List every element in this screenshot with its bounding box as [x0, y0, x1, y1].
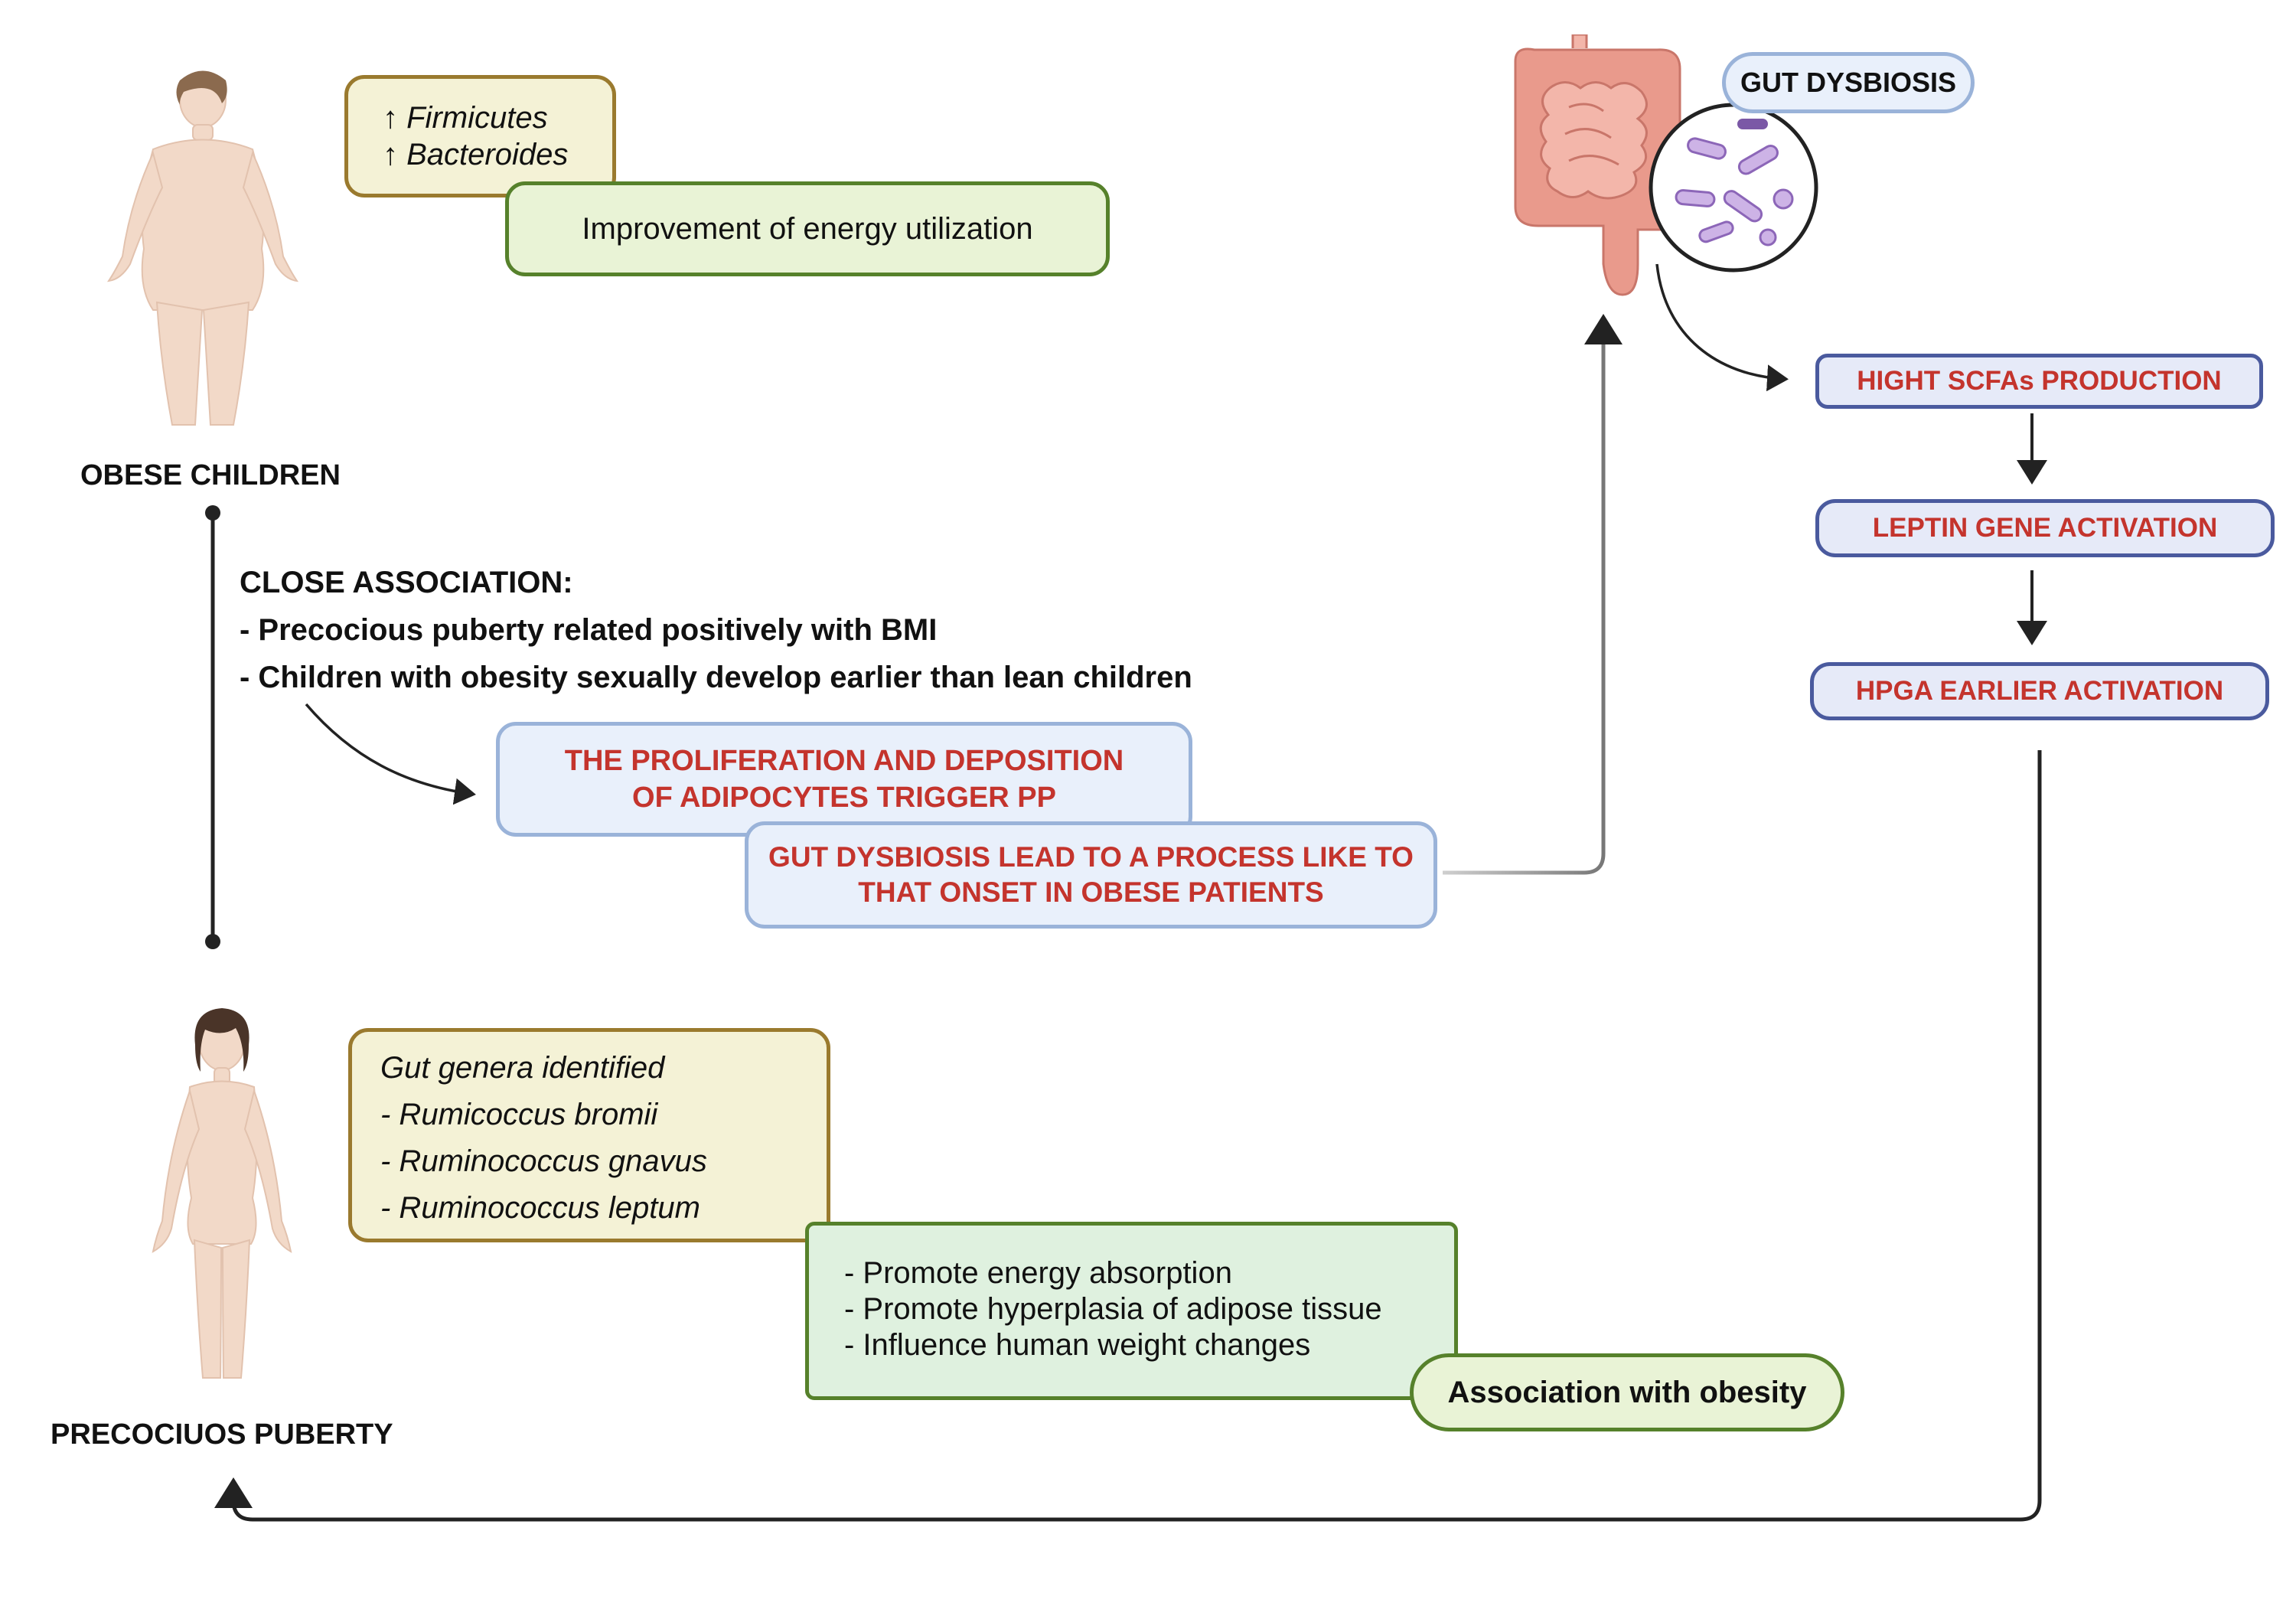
arrow-to-adipocytes	[305, 703, 476, 805]
genera-item: - Rumicoccus bromii	[380, 1098, 658, 1131]
hpga-activation-box: HPGA EARLIER ACTIVATION	[1810, 662, 2269, 720]
up-arrow-icon: ↑	[383, 101, 398, 135]
association-heading: CLOSE ASSOCIATION:	[240, 566, 573, 599]
dysbiosis-process-box: GUT DYSBIOSIS LEAD TO A PROCESS LIKE TO …	[745, 821, 1437, 929]
bacteria-item: ↑ Bacteroides	[383, 138, 569, 171]
effect-item: - Promote energy absorption	[844, 1256, 1232, 1290]
association-item: - Precocious puberty related positively …	[240, 613, 938, 647]
gut-dysbiosis-label: GUT DYSBIOSIS	[1722, 52, 1975, 113]
scfa-production-box: HIGHT SCFAs PRODUCTION	[1815, 354, 2263, 409]
effect-item: - Promote hyperplasia of adipose tissue	[844, 1292, 1382, 1326]
effects-text: - Promote energy absorption - Promote hy…	[844, 1255, 1382, 1363]
arrow-hpga-to-puberty	[214, 750, 2042, 1522]
bacteria-list: ↑ Firmicutes ↑ Bacteroides	[383, 100, 568, 173]
effect-item: - Influence human weight changes	[844, 1328, 1311, 1362]
bacteria-item: ↑ Firmicutes	[383, 101, 548, 135]
effects-box	[805, 1222, 1458, 1400]
association-text: CLOSE ASSOCIATION: - Precocious puberty …	[240, 559, 1192, 701]
arrow-to-gut	[1443, 314, 1623, 875]
gut-genera-text: Gut genera identified - Rumicoccus bromi…	[380, 1045, 707, 1232]
up-arrow-icon: ↑	[383, 138, 398, 171]
adipocytes-text: THE PROLIFERATION AND DEPOSITION OF ADIP…	[564, 745, 1124, 814]
bacteria-box	[344, 75, 616, 197]
obese-child-figure	[106, 70, 299, 426]
association-item: - Children with obesity sexually develop…	[240, 661, 1192, 694]
genera-item: - Ruminococcus leptum	[380, 1191, 700, 1225]
association-connector	[205, 505, 220, 949]
obesity-association-box: Association with obesity	[1410, 1353, 1844, 1431]
arrow-to-scfa	[1655, 263, 1789, 392]
genera-item: - Ruminococcus gnavus	[380, 1144, 707, 1178]
precocious-puberty-label: PRECOCIUOS PUBERTY	[51, 1418, 393, 1451]
intestine-icon	[1514, 34, 1681, 296]
child-figure	[152, 1008, 292, 1379]
gut-genera-box	[348, 1028, 830, 1242]
microbiome-magnifier-icon	[1649, 103, 1818, 273]
genera-title: Gut genera identified	[380, 1051, 665, 1085]
energy-utilization-box: Improvement of energy utilization	[505, 181, 1110, 276]
obese-children-label: OBESE CHILDREN	[80, 459, 341, 491]
leptin-activation-box: LEPTIN GENE ACTIVATION	[1815, 499, 2275, 557]
